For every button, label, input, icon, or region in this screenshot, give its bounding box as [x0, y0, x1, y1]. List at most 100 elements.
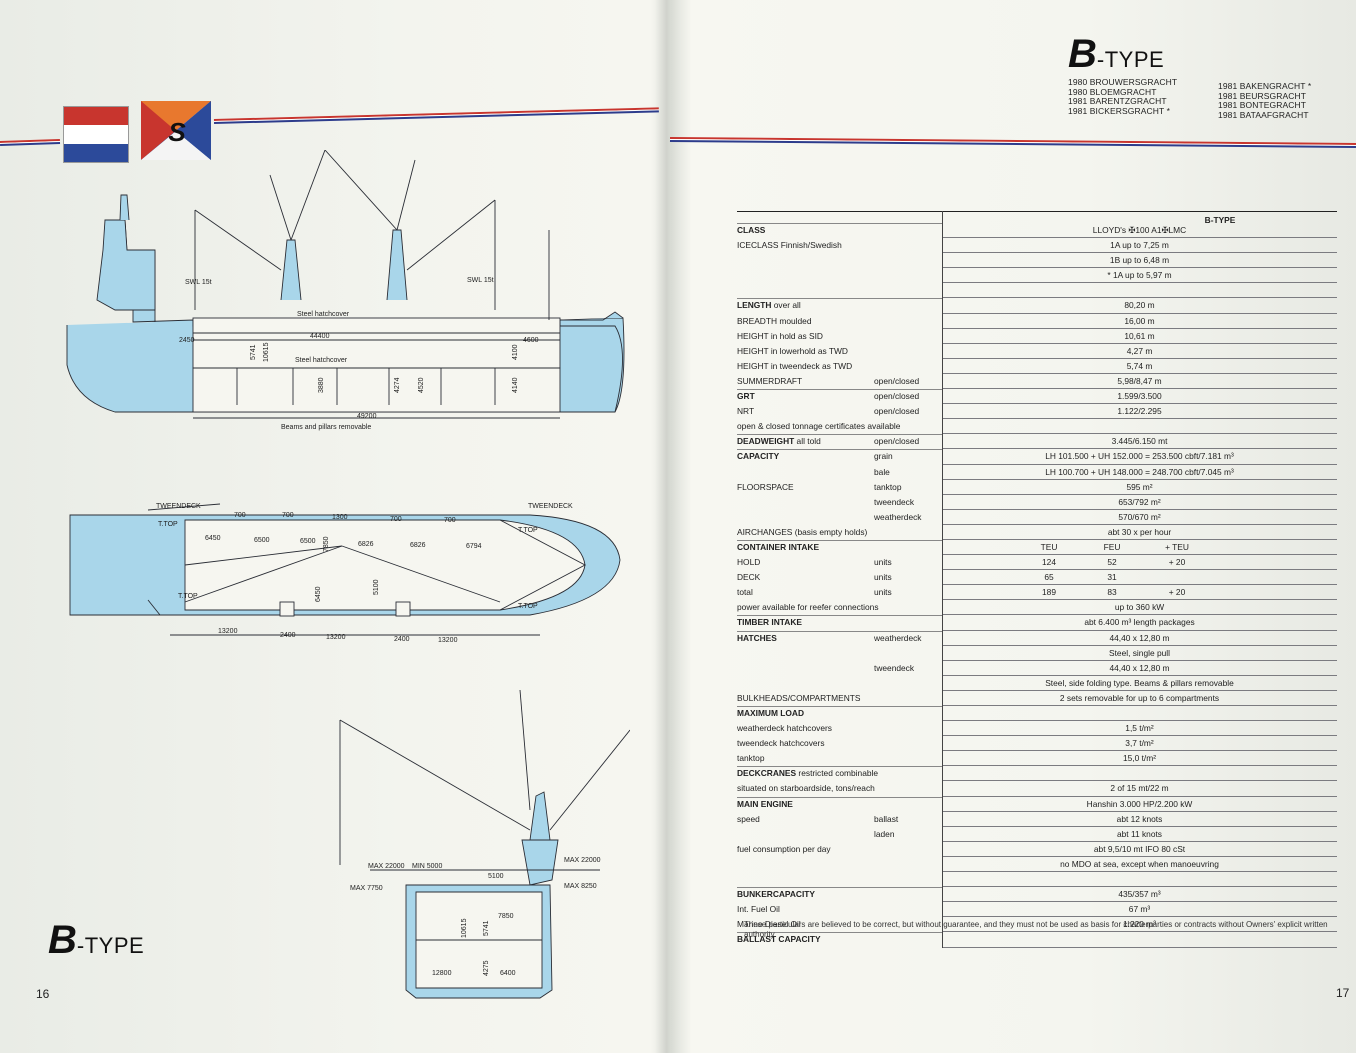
row-rule: [942, 388, 1337, 390]
plan-label: T.TOP: [518, 527, 538, 534]
spec-value: 3.445/6.150 mt: [1111, 436, 1168, 447]
plan-label: 6826: [410, 542, 426, 549]
spec-label: weatherdeck hatchcovers: [737, 723, 832, 734]
spec-label: DEADWEIGHT all told: [737, 436, 821, 447]
row-rule: [942, 372, 1337, 374]
spec-label: situated on starboardside, tons/reach: [737, 783, 875, 794]
container-cell: 31: [1107, 572, 1117, 583]
section-label: 12800: [432, 970, 452, 977]
spec-row: BALLAST CAPACITY: [737, 932, 1337, 948]
row-rule: [942, 584, 1337, 586]
spec-label: SUMMERDRAFT: [737, 375, 803, 386]
dim-label: 49200: [357, 413, 377, 420]
section-rule: [737, 630, 942, 632]
spec-row: * 1A up to 5,97 m: [737, 268, 1337, 284]
spec-table-header: B-TYPE: [737, 211, 1337, 225]
plan-label: T.TOP: [178, 593, 198, 600]
spec-value: 80,20 m: [1124, 300, 1155, 311]
company-flag: S: [141, 101, 211, 160]
ship-name: 1981 BEURSGRACHT: [1218, 90, 1307, 101]
page-fold: [655, 0, 681, 1053]
dim-label: 4140: [512, 377, 519, 393]
row-rule: [942, 554, 1337, 556]
spec-label: MAXIMUM LOAD: [737, 708, 804, 718]
spec-row: 1B up to 6,48 m: [737, 253, 1337, 269]
spec-value: Steel, single pull: [1109, 647, 1170, 658]
row-rule: [942, 418, 1337, 420]
plan-label: TWEENDECK: [528, 503, 573, 510]
dim-label: 2450: [179, 337, 195, 344]
spec-sublabel: laden: [874, 828, 895, 839]
row-rule: [942, 357, 1337, 359]
footnote: These particulars are believed to be cor…: [744, 920, 1328, 939]
spec-label: CLASS: [737, 225, 766, 235]
spec-value: 4,27 m: [1126, 345, 1153, 356]
spec-value: 2 sets removable for up to 6 compartment…: [1059, 692, 1220, 703]
row-rule: [942, 720, 1337, 722]
row-rule: [942, 312, 1337, 314]
dim-label: 5741: [250, 344, 257, 360]
spec-label: CONTAINER INTAKE: [737, 541, 820, 552]
hatchcover-label-2: Steel hatchcover: [295, 357, 348, 364]
spec-value: Hanshin 3.000 HP/2.200 kW: [1086, 798, 1193, 809]
spec-value: 1.599/3.500: [1117, 391, 1162, 402]
page-number-right: 17: [1336, 986, 1350, 1000]
hatchcover-label: Steel hatchcover: [297, 311, 350, 318]
spec-sublabel: tanktop: [874, 481, 902, 492]
plan-label: 6450: [315, 586, 322, 602]
dim-label: 4520: [418, 377, 425, 393]
title-letter: B: [48, 918, 77, 962]
spec-label: BUNKERCAPACITY: [737, 889, 816, 900]
spec-label: NRT: [737, 406, 755, 417]
container-cell: TEU: [1040, 541, 1058, 552]
spec-label: BULKHEADS/COMPARTMENTS: [737, 692, 861, 703]
row-rule: [942, 237, 1337, 239]
container-cell: 52: [1107, 557, 1117, 568]
spec-row: BULKHEADS/COMPARTMENTS 2 sets removable f…: [737, 691, 1337, 706]
dim-label: 10615: [263, 342, 270, 362]
spec-label: HATCHES: [737, 632, 777, 643]
row-rule: [942, 689, 1337, 691]
spec-value: 653/792 m²: [1118, 496, 1161, 507]
spec-value: abt 12 knots: [1116, 813, 1163, 824]
spec-value: 2 of 15 mt/22 m: [1110, 783, 1169, 794]
plan-label: 6826: [358, 541, 374, 548]
title-suffix: -TYPE: [1096, 47, 1165, 72]
row-rule: [942, 644, 1337, 646]
spec-label: Marine Diesel Oil: [737, 919, 801, 930]
plan-label: 6500: [254, 537, 270, 544]
row-rule: [942, 855, 1337, 857]
row-rule: [942, 795, 1337, 797]
spec-label: open & closed tonnage certificates avail…: [737, 421, 901, 432]
section-rule: [737, 615, 942, 617]
spec-label: power available for reefer connections: [737, 602, 879, 613]
spec-value: LH 100.700 + UH 148.000 = 248.700 cbft/7…: [1045, 466, 1234, 477]
container-cell: + TEU: [1165, 541, 1189, 552]
spec-sublabel: ballast: [874, 813, 899, 824]
dim-label: 3880: [318, 377, 325, 393]
spec-row: Steel, side folding type. Beams & pillar…: [737, 676, 1337, 691]
header-stripe-right: [669, 137, 1356, 149]
spec-row: [737, 283, 1337, 299]
section-rule: [737, 796, 942, 798]
row-rule: [942, 327, 1337, 329]
spec-row: no MDO at sea, except when manoeuvring: [737, 857, 1337, 873]
row-rule: [942, 252, 1337, 254]
section-label: 5100: [488, 873, 504, 880]
ship-name: 1981 BICKERSGRACHT *: [1068, 105, 1170, 116]
spec-value: 1B up to 6,48 m: [1109, 255, 1170, 266]
plan-label: T.TOP: [518, 603, 538, 610]
spec-label: tweendeck hatchcovers: [737, 738, 825, 749]
spec-label: GRT: [737, 391, 755, 402]
